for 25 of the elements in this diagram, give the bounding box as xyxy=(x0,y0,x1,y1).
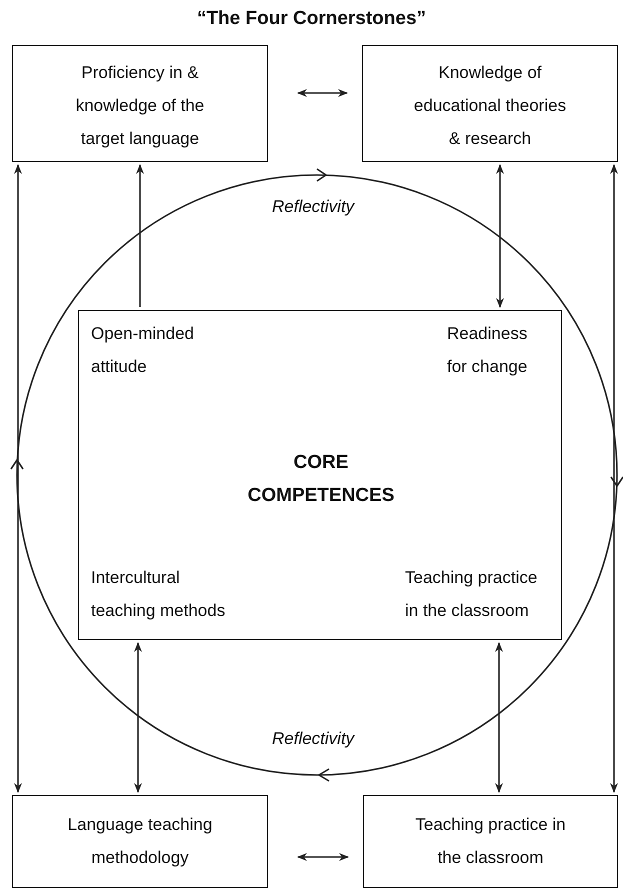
box-text: Teaching practice in the classroom xyxy=(414,814,567,869)
competence-label: Open-minded attitude xyxy=(91,323,196,378)
double-arrow xyxy=(134,642,142,793)
double-arrow xyxy=(297,853,349,861)
cornerstone-box xyxy=(363,795,618,888)
core-heading: CORE COMPETENCES xyxy=(246,451,396,508)
arrow xyxy=(136,164,144,307)
double-arrow xyxy=(495,642,503,793)
double-arrow xyxy=(496,164,504,308)
box-text: Knowledge of educational theories & research xyxy=(412,62,568,150)
diagram-title: “The Four Cornerstones” xyxy=(196,8,428,30)
double-arrow xyxy=(297,89,348,97)
cornerstone-box xyxy=(362,45,618,162)
box-text: Proficiency in & knowledge of the target language xyxy=(74,62,206,150)
double-arrow xyxy=(610,164,618,793)
competence-label: Teaching practice in the classroom xyxy=(405,567,538,622)
double-arrow xyxy=(14,164,22,793)
competence-label: Readiness for change xyxy=(447,323,528,378)
cycle-label: Reflectivity xyxy=(272,196,354,218)
cycle-label: Reflectivity xyxy=(272,728,354,750)
cornerstone-box xyxy=(12,45,268,162)
box-text: Language teaching methodology xyxy=(66,814,214,869)
core-box xyxy=(78,310,562,640)
competence-label: Intercultural teaching methods xyxy=(91,567,226,622)
cornerstone-box xyxy=(12,795,268,888)
